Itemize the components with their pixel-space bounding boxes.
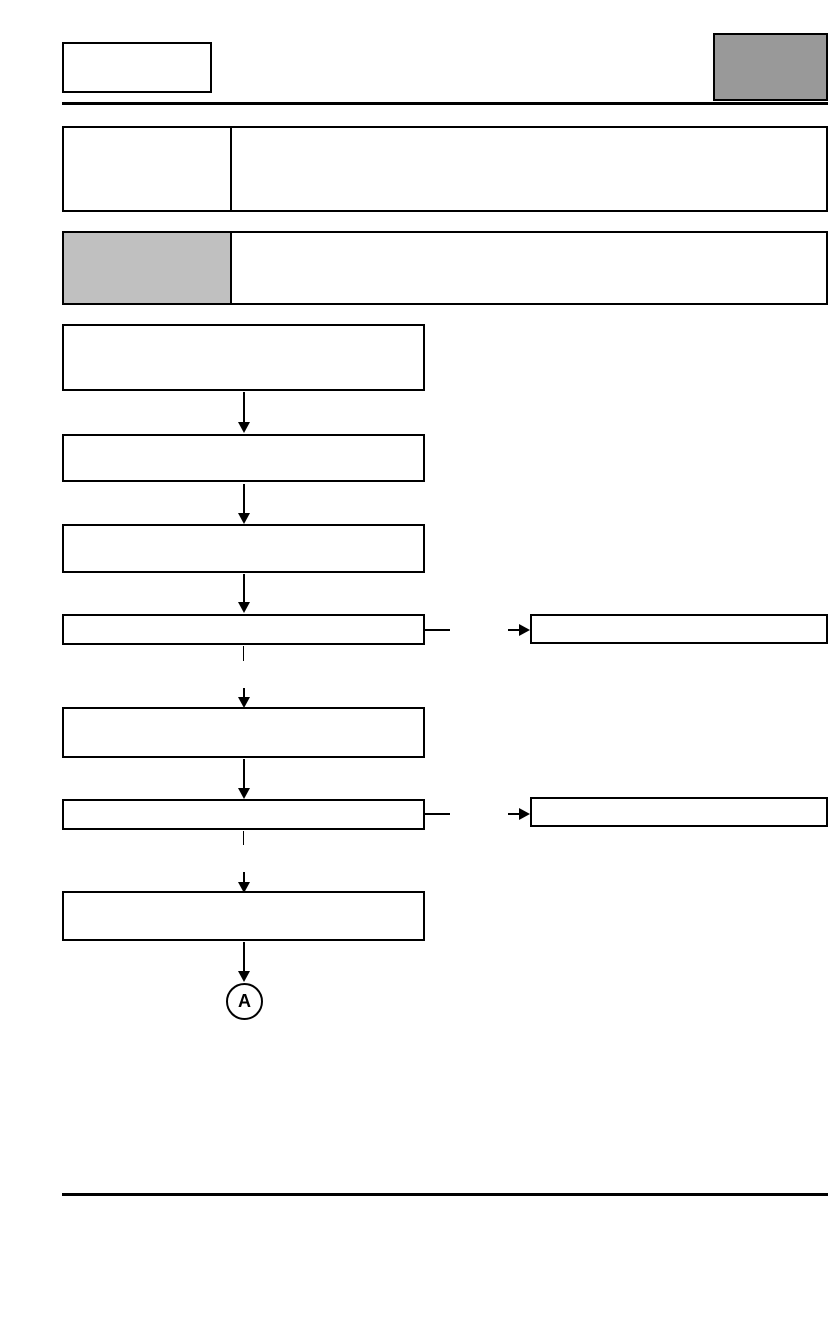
connector-a: A — [226, 983, 263, 1020]
footer-rule — [62, 1193, 828, 1196]
flow-arrow-1-line — [243, 392, 245, 422]
flow-arrow-4-line — [243, 759, 245, 788]
decision-1 — [62, 614, 425, 645]
decision-1-branch-line-left — [425, 629, 450, 631]
flow-step-2 — [62, 434, 425, 482]
decision-2-outcome — [530, 797, 828, 827]
flow-arrow-2-head — [238, 513, 250, 524]
flow-arrow-2-line — [243, 484, 245, 513]
decision-1-down-line — [243, 688, 245, 697]
decision-1-branch-arrowhead — [519, 624, 530, 636]
decision-2 — [62, 799, 425, 830]
connector-a-label: A — [238, 991, 251, 1011]
decision-2-down-stub — [243, 831, 244, 845]
flow-step-4 — [62, 707, 425, 758]
info-block-2-label-cell — [64, 233, 230, 303]
flow-arrow-3-line — [243, 574, 245, 602]
flow-arrow-5-head — [238, 971, 250, 982]
decision-1-branch-line-right — [508, 629, 520, 631]
flow-arrow-1-head — [238, 422, 250, 433]
flow-step-1 — [62, 324, 425, 391]
decision-2-branch-line-left — [425, 813, 450, 815]
decision-1-outcome — [530, 614, 828, 644]
flow-arrow-4-head — [238, 788, 250, 799]
header-label-box — [62, 42, 212, 93]
header-section-tab — [713, 33, 828, 101]
flow-arrow-3-head — [238, 602, 250, 613]
decision-2-down-line — [243, 872, 245, 882]
decision-2-branch-line-right — [508, 813, 520, 815]
decision-1-down-stub — [243, 646, 244, 661]
info-block-1 — [62, 126, 828, 212]
flow-step-3 — [62, 524, 425, 573]
info-block-1-divider — [230, 126, 232, 212]
decision-2-branch-arrowhead — [519, 808, 530, 820]
decision-2-down-head — [238, 882, 250, 893]
decision-1-down-head — [238, 697, 250, 708]
info-block-2-divider — [230, 231, 232, 305]
flow-step-5 — [62, 891, 425, 941]
header-rule — [62, 102, 828, 105]
flow-arrow-5-line — [243, 942, 245, 971]
